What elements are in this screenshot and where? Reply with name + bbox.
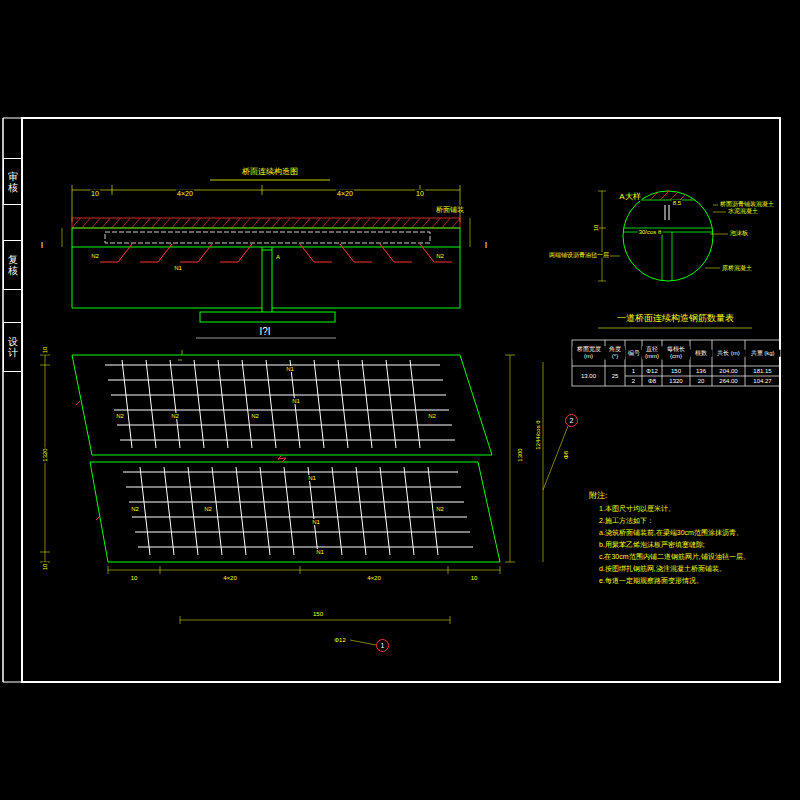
callout-number: 1	[381, 642, 385, 649]
drawing-label: 2.施工方法如下：	[598, 517, 655, 524]
drawing-label: N1	[315, 549, 325, 555]
drawing-label: 1244/cos θ	[535, 419, 541, 450]
title-block-cell: 复核	[3, 240, 22, 290]
drawing-label: 根数	[690, 350, 712, 357]
callout-number: 2	[570, 417, 574, 424]
drawing-label: Φ12	[333, 637, 346, 643]
drawing-label: 25	[611, 373, 620, 379]
drawing-label: 角度 (°)	[605, 346, 625, 359]
drawing-label: 150	[670, 368, 682, 374]
drawing-label: Φ12	[645, 368, 658, 374]
drawing-label: 1.本图尺寸均以厘米计。	[598, 505, 676, 512]
drawing-label: 10	[90, 190, 100, 197]
drawing-label: 4×20	[336, 190, 354, 197]
drawing-label: N2	[435, 506, 445, 512]
drawing-label: I?I	[258, 327, 271, 337]
drawing-label: 4×20	[366, 575, 382, 581]
drawing-label: e.每道一定期观察路面变形情况。	[598, 577, 704, 584]
drawing-label: Φ8	[647, 378, 657, 384]
drawing-label: 桥面铺装	[435, 206, 465, 213]
drawing-label: 4×20	[176, 190, 194, 197]
callout-circle: 2	[565, 414, 578, 427]
drawing-label: N1	[285, 366, 295, 372]
drawing-label: a.浇筑桥面铺装前,在梁端30cm范围涂抹沥青。	[598, 529, 744, 536]
drawing-label: 泡沫板	[729, 230, 749, 236]
drawing-label: 10	[415, 190, 425, 197]
drawing-label: 2	[631, 378, 636, 384]
drawing-label: 264.00	[718, 378, 738, 384]
drawing-label: 1	[631, 368, 636, 374]
drawing-label: 10	[130, 575, 139, 581]
drawing-label: N2	[90, 253, 100, 259]
title-block-cell: 设计	[3, 322, 22, 372]
drawing-label: 共重 (kg)	[745, 350, 780, 357]
drawing-label: A大样	[618, 193, 641, 201]
drawing-label: d.按图绑扎钢筋网,浇注混凝土桥面铺装。	[598, 565, 727, 572]
drawing-label: 原桥混凝土	[721, 265, 753, 271]
drawing-label: N2	[435, 253, 445, 259]
drawing-label: 附注:	[588, 492, 608, 500]
signature-label: 设计	[8, 336, 18, 358]
drawing-label: I	[40, 241, 45, 250]
drawing-label: I	[484, 241, 489, 250]
drawing-label: N2	[130, 506, 140, 512]
drawing-label: 共长 (m)	[712, 350, 745, 357]
drawing-label: 104.27	[752, 378, 772, 384]
drawing-label: 两端铺设沥青油毡一层	[548, 252, 610, 258]
drawing-label: 181.15	[752, 368, 772, 374]
callout-circle: 1	[376, 639, 389, 652]
drawing-label: 10	[470, 575, 479, 581]
drawing-label: 10	[42, 563, 48, 572]
drawing-label: A	[275, 254, 281, 260]
drawing-label: 每根长 (cm)	[662, 346, 690, 359]
drawing-label: Φ8	[563, 450, 569, 460]
drawing-label: 水泥混凝土	[727, 208, 759, 214]
drawing-label: N2	[250, 413, 260, 419]
drawing-label: 1320	[668, 378, 683, 384]
drawing-label: 30/cos θ	[638, 229, 663, 235]
drawing-label: 编号	[625, 350, 642, 357]
drawing-title: 桥面连续构造图	[241, 168, 299, 176]
drawing-label: 直径 (mm)	[642, 346, 662, 359]
drawing-label: 4×20	[222, 575, 238, 581]
drawing-label: 10	[42, 346, 48, 355]
drawing-label: 1320	[42, 447, 48, 462]
drawing-label: N1	[307, 475, 317, 481]
drawing-label: 一道桥面连续构造钢筋数量表	[616, 314, 735, 323]
drawing-label: 13.00	[580, 373, 597, 379]
drawing-label: 10	[593, 224, 599, 233]
drawing-label: c.在30cm范围内铺二道钢筋网片,铺设油毡一层。	[598, 553, 751, 560]
signature-label: 复核	[8, 254, 18, 276]
drawing-label: 桥面宽度 (m)	[572, 346, 605, 359]
drawing-label: N2	[427, 413, 437, 419]
drawing-label: 8.5	[672, 200, 682, 206]
drawing-label: N1	[173, 265, 183, 271]
drawing-label: 桥面沥青铺装混凝土	[719, 201, 775, 207]
drawing-label: 20	[697, 378, 706, 384]
drawing-label: 204.00	[718, 368, 738, 374]
drawing-label: 1300	[517, 447, 523, 462]
drawing-label: N1	[291, 398, 301, 404]
drawing-label: N2	[115, 413, 125, 419]
drawing-label: N2	[203, 506, 213, 512]
drawing-label: N2	[170, 413, 180, 419]
drawing-label: N1	[311, 519, 321, 525]
signature-label: 审核	[8, 171, 18, 193]
drawing-label: 150	[312, 611, 324, 617]
drawing-label: b.用聚苯乙烯泡沫板严密填塞缝隙;	[598, 541, 706, 548]
drawing-label: 136	[695, 368, 707, 374]
title-block-cell: 审核	[3, 158, 22, 205]
